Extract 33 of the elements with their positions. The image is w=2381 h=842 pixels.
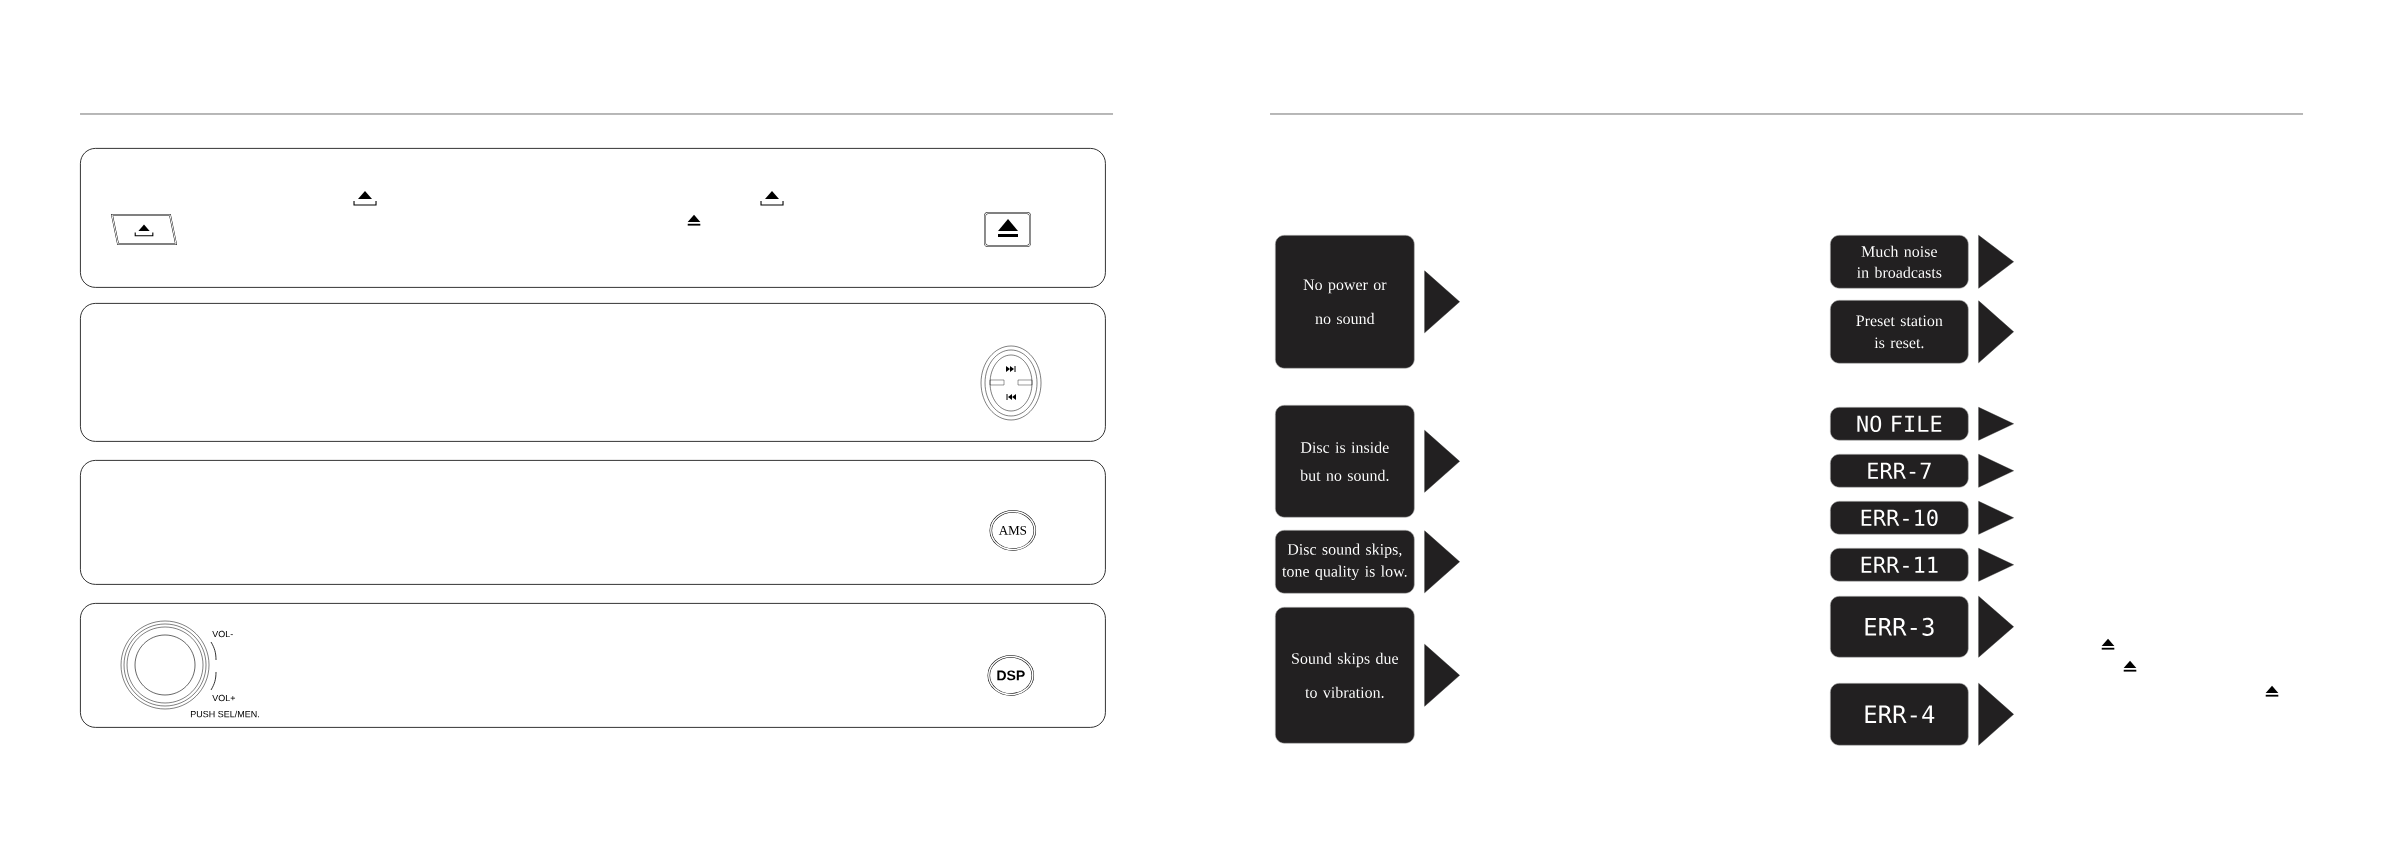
panel-box xyxy=(80,303,1106,442)
arrow xyxy=(1424,270,1460,333)
arrow xyxy=(1978,596,2014,658)
symptom-box: No power or no sound xyxy=(1275,235,1415,369)
arrow xyxy=(1978,300,2014,363)
arrow xyxy=(1978,235,2014,289)
arrow xyxy=(1978,548,2014,582)
arrow xyxy=(1424,530,1460,593)
symptom-box: Disc is inside but no sound. xyxy=(1275,405,1415,518)
panel-box xyxy=(80,603,1106,728)
arrow xyxy=(1978,683,2014,746)
knob-label: VOL- xyxy=(212,630,233,638)
display-box: NO FILE xyxy=(1830,407,1969,441)
arrow xyxy=(1424,430,1460,493)
knob-label: VOL+ xyxy=(212,694,236,702)
arrow xyxy=(1978,454,2014,488)
symptom-box: Sound skips due to vibration. xyxy=(1275,607,1415,744)
symptom-box: Preset station is reset. xyxy=(1830,300,1969,364)
arrow xyxy=(1978,407,2014,441)
symptom-box: Much noise in broadcasts xyxy=(1830,235,1969,289)
round-button: DSP xyxy=(987,655,1035,696)
symptom-box: Disc sound skips, tone quality is low. xyxy=(1275,530,1415,594)
display-box: ERR-7 xyxy=(1830,454,1969,488)
round-button: AMS xyxy=(989,510,1037,551)
arrow xyxy=(1978,501,2014,535)
panel-box xyxy=(80,460,1106,585)
display-box: ERR-3 xyxy=(1830,596,1969,658)
display-box: ERR-11 xyxy=(1830,548,1969,582)
knob-label: PUSH SEL/MEN. xyxy=(190,710,259,718)
display-box: ERR-4 xyxy=(1830,683,1969,746)
panel-box xyxy=(80,148,1106,288)
arrow xyxy=(1424,644,1460,707)
display-box: ERR-10 xyxy=(1830,501,1969,535)
